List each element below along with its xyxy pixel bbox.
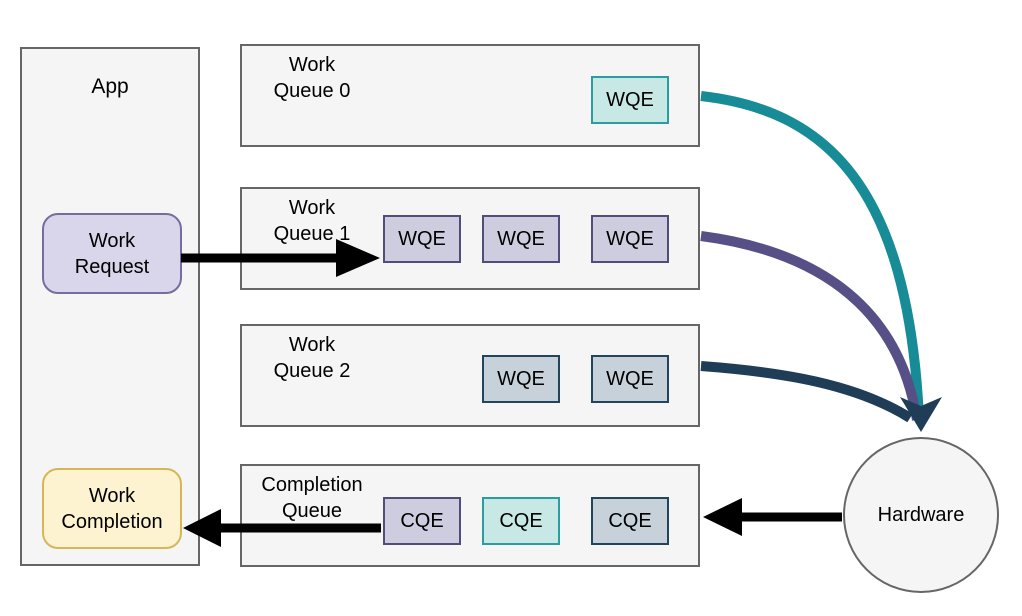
- cqe-cell: CQE: [383, 497, 461, 545]
- work-queue-0: Work Queue 0 WQE: [240, 44, 700, 147]
- wqe-cell: WQE: [482, 355, 560, 403]
- wq2-to-hardware-arrow: [700, 361, 913, 423]
- wq1-to-hardware-arrow: [700, 231, 922, 421]
- app-container: App Work Request Work Completion: [20, 47, 200, 566]
- app-label: App: [91, 75, 129, 98]
- work-queue-1: Work Queue 1 WQE WQE WQE: [240, 187, 700, 290]
- work-request-node: Work Request: [42, 213, 182, 294]
- wqe-cell: WQE: [591, 215, 669, 263]
- hardware-arrowhead: [900, 397, 942, 432]
- wqe-cell: WQE: [383, 215, 461, 263]
- cqe-cell: CQE: [482, 497, 560, 545]
- wq0-to-hardware-arrow: [700, 91, 924, 419]
- work-queue-2: Work Queue 2 WQE WQE: [240, 324, 700, 427]
- wqe-cell: WQE: [591, 76, 669, 124]
- wqe-cell: WQE: [591, 355, 669, 403]
- work-queue-2-label: Work Queue 2: [273, 334, 351, 382]
- completion-queue-label: Completion Queue: [261, 474, 363, 522]
- work-queue-1-label: Work Queue 1: [273, 197, 351, 245]
- cqe-cell: CQE: [591, 497, 669, 545]
- completion-queue: Completion Queue CQE CQE CQE: [240, 464, 700, 567]
- work-queue-0-label: Work Queue 0: [273, 54, 351, 102]
- hardware-to-cq-arrowhead: [703, 498, 742, 536]
- wqe-cell: WQE: [482, 215, 560, 263]
- work-completion-node: Work Completion: [42, 468, 182, 549]
- hardware-node: Hardware: [843, 437, 999, 593]
